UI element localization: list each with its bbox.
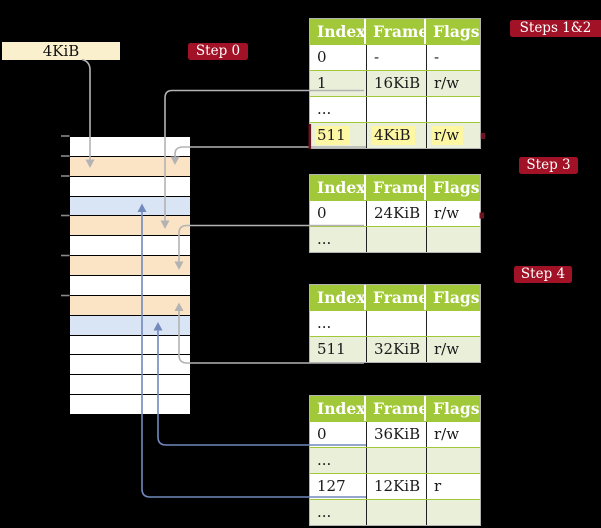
step-badge-step-3: Step 3 bbox=[519, 157, 578, 174]
table-cell: ... bbox=[317, 230, 332, 248]
step-badge-step-0: Step 0 bbox=[188, 43, 248, 60]
memory-row-table bbox=[70, 295, 190, 316]
column-header-flags: Flags bbox=[433, 178, 480, 197]
table-row: ... bbox=[310, 226, 480, 252]
memory-row-plain bbox=[70, 335, 190, 356]
table-cell: r/w bbox=[426, 422, 480, 447]
table-cell: - bbox=[366, 45, 426, 70]
table-row: ... bbox=[310, 96, 480, 122]
column-header-frame: Frame bbox=[366, 19, 426, 44]
table-cell: 0 bbox=[317, 204, 327, 222]
column-header-flags: Flags bbox=[433, 22, 480, 41]
column-header-flags: Flags bbox=[433, 399, 480, 418]
table-cell: - bbox=[426, 45, 480, 70]
memory-row-frame bbox=[70, 196, 190, 217]
table-cell bbox=[366, 448, 426, 473]
column-header-frame: Frame bbox=[366, 175, 426, 200]
page-size-label: 4KiB bbox=[2, 42, 120, 60]
memory-row-plain bbox=[70, 276, 190, 296]
table-cell bbox=[366, 227, 426, 252]
table-cell: 127 bbox=[317, 477, 346, 495]
memory-row-plain bbox=[70, 236, 190, 257]
column-header-flags: Flags bbox=[433, 288, 480, 307]
highlighted-value: r/w bbox=[432, 126, 464, 145]
table-row: 511 4KiB r/w bbox=[310, 122, 480, 148]
table-cell bbox=[426, 97, 480, 122]
table-cell: ... bbox=[317, 451, 332, 469]
memory-row-table bbox=[70, 156, 190, 177]
table-cell: r/w bbox=[426, 71, 480, 96]
table-cell: r bbox=[426, 474, 480, 499]
physical-memory-column bbox=[69, 136, 191, 415]
step-badge-step-4: Step 4 bbox=[514, 266, 572, 283]
table-cell: 12KiB bbox=[366, 474, 426, 499]
table-cell: ... bbox=[317, 503, 332, 521]
table-cell: ... bbox=[317, 314, 332, 332]
table-cell: r/w bbox=[426, 201, 480, 226]
memory-row-plain bbox=[70, 137, 190, 157]
table-cell: 0 bbox=[317, 425, 327, 443]
table-cell: 32KiB bbox=[366, 337, 426, 362]
table-cell bbox=[366, 311, 426, 336]
memory-row-frame bbox=[70, 315, 190, 336]
memory-row-table bbox=[70, 256, 190, 277]
memory-row-plain bbox=[70, 176, 190, 197]
table-cell: 511 bbox=[310, 123, 366, 148]
column-header-frame: Frame bbox=[366, 396, 426, 421]
table-cell: ... bbox=[317, 100, 332, 118]
column-header-index: Index bbox=[310, 175, 366, 200]
table-cell bbox=[426, 448, 480, 473]
column-header-frame: Frame bbox=[366, 285, 426, 310]
table-cell: 511 bbox=[317, 340, 346, 358]
table-cell bbox=[366, 500, 426, 525]
table-cell: 1 bbox=[317, 74, 327, 92]
table-row: ... bbox=[310, 499, 480, 525]
memory-row-plain bbox=[70, 395, 190, 415]
table-cell bbox=[426, 227, 480, 252]
memory-row-plain bbox=[70, 355, 190, 376]
highlighted-value: 511 bbox=[315, 126, 350, 145]
column-header-index: Index bbox=[310, 396, 366, 421]
memory-row-plain bbox=[70, 375, 190, 396]
table-row: 0 -- bbox=[310, 44, 480, 70]
memory-row-table bbox=[70, 216, 190, 237]
table-row: ... bbox=[310, 447, 480, 473]
column-header-index: Index bbox=[310, 285, 366, 310]
table-cell bbox=[366, 97, 426, 122]
table-cell: 16KiB bbox=[366, 71, 426, 96]
table-cell bbox=[426, 311, 480, 336]
table-cell: r/w bbox=[426, 337, 480, 362]
table-cell: 24KiB bbox=[366, 201, 426, 226]
highlighted-value: 4KiB bbox=[372, 126, 415, 145]
accent-mark bbox=[480, 133, 486, 139]
table-cell: 4KiB bbox=[366, 123, 426, 148]
table-cell: 0 bbox=[317, 48, 327, 66]
column-header-index: Index bbox=[310, 19, 366, 44]
table-cell bbox=[426, 500, 480, 525]
step-badge-steps-1-2: Steps 1&2 bbox=[510, 20, 601, 37]
table-row: ... bbox=[310, 310, 480, 336]
table-cell: r/w bbox=[426, 123, 480, 148]
table-cell: 36KiB bbox=[366, 422, 426, 447]
